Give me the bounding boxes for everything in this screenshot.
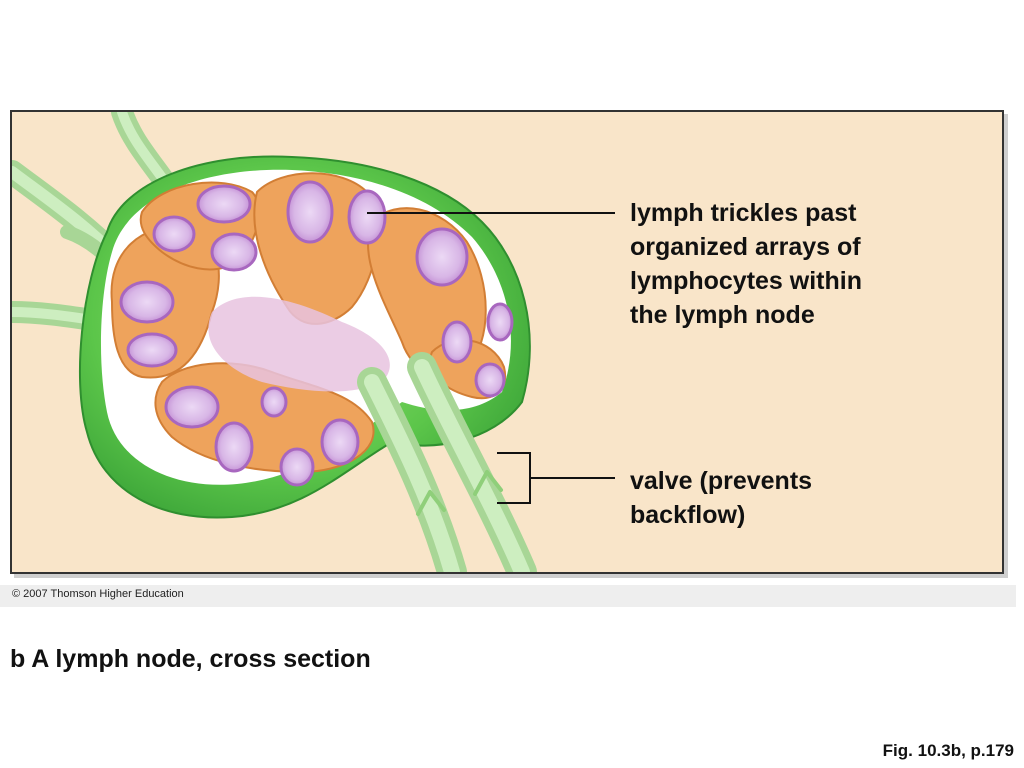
lymph-node-diagram (12, 112, 615, 572)
lymph-trickles-label: lymph trickles past organized arrays of … (630, 199, 862, 329)
efferent-lymph-vessels (357, 352, 537, 572)
valve-bracket (497, 452, 615, 504)
figure-reference: Fig. 10.3b, p.179 (882, 741, 1014, 760)
credit-bar: © 2007 Thomson Higher Education (0, 585, 1016, 607)
lymphoid-follicles (119, 180, 514, 487)
figure-panel: lymph trickles past organized arrays of … (10, 110, 1004, 574)
figure-caption: b A lymph node, cross section (10, 645, 371, 673)
copyright-credit: © 2007 Thomson Higher Education (12, 588, 184, 600)
valve-label: valve (prevents backflow) (630, 467, 813, 529)
medulla (208, 296, 390, 392)
